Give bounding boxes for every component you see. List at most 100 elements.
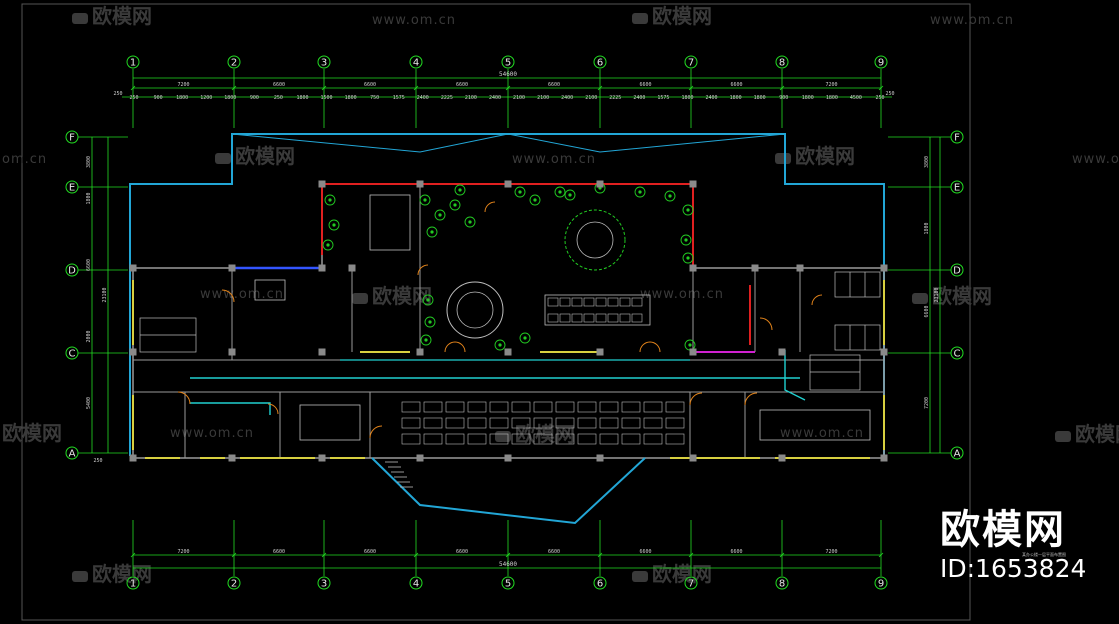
column (596, 454, 604, 462)
edge-offset-dim: 250 (885, 91, 894, 97)
sofa-icon (72, 571, 88, 582)
axis-label-col: 3 (321, 58, 327, 69)
watermark-url: www.om.cn (930, 13, 1014, 28)
axis-label-row: E (69, 183, 75, 194)
plant (328, 219, 340, 231)
plant-core (458, 188, 462, 192)
circle-marker-icon (501, 576, 515, 590)
bottom-total-dim-text: 54600 (499, 561, 517, 568)
desk (467, 417, 487, 429)
meeting-table (369, 194, 411, 251)
bottom-span-dim-text: 6600 (364, 549, 376, 555)
chair (631, 313, 643, 323)
dim-tick (130, 85, 136, 91)
plant-core (686, 208, 690, 212)
watermark-brand: 欧模网 (372, 284, 432, 308)
axis-label-col: 1 (130, 579, 136, 590)
axis-label-col: 5 (505, 579, 511, 590)
plant-core (498, 343, 502, 347)
column (228, 264, 236, 272)
circle-marker-icon (501, 55, 515, 69)
plant (449, 199, 461, 211)
plant-core (423, 198, 427, 202)
detail-dim-text: 1800 (754, 95, 766, 101)
watermark-brand: 欧模网 (92, 562, 152, 586)
detail-dim-text: 1200 (200, 95, 212, 101)
desk (643, 433, 663, 445)
chair (607, 297, 619, 307)
column (778, 454, 786, 462)
right-dim-text: 7200 (924, 397, 930, 409)
plant (464, 216, 476, 228)
plant (420, 334, 432, 346)
desk (577, 433, 597, 445)
window-strips (132, 280, 885, 459)
plant-core (468, 220, 472, 224)
column (880, 454, 888, 462)
plant (322, 239, 334, 251)
desk (665, 433, 685, 445)
duct-branch-west (190, 402, 271, 415)
top-span-dim-text: 6600 (639, 82, 651, 88)
sofa-icon (352, 293, 368, 304)
desk (621, 433, 641, 445)
plant (422, 294, 434, 306)
dim-tick (321, 85, 327, 91)
axis-label-row: A (69, 449, 76, 460)
plant-core (686, 256, 690, 260)
doors (177, 201, 823, 439)
column (880, 348, 888, 356)
axis-label-col: 1 (130, 58, 136, 69)
desk (401, 401, 421, 413)
desk (467, 401, 487, 413)
desk (445, 417, 465, 429)
detail-dim-text: 1800 (345, 95, 357, 101)
chair (595, 313, 607, 323)
desk (489, 401, 509, 413)
top-span-dim-text: 6600 (364, 82, 376, 88)
plant (529, 194, 541, 206)
circle-marker-icon (317, 576, 331, 590)
chair (619, 297, 631, 307)
dim-tick (231, 85, 237, 91)
detail-dim-text: 1800 (730, 95, 742, 101)
chair (559, 313, 571, 323)
watermark-brand: 欧模网 (92, 4, 152, 28)
watermark-url: www.om.cn (372, 13, 456, 28)
axis-label-col: 6 (597, 579, 603, 590)
detail-dim-text: 2400 (633, 95, 645, 101)
sofa-icon (495, 431, 511, 442)
left-dim-text: 6600 (86, 259, 92, 271)
chair (559, 297, 571, 307)
plant-core (518, 190, 522, 194)
desk (665, 401, 685, 413)
plant (554, 186, 566, 198)
column (504, 454, 512, 462)
plant (664, 190, 676, 202)
plant-core (428, 320, 432, 324)
detail-dim-text: 2100 (537, 95, 549, 101)
axis-label-col: 7 (688, 58, 694, 69)
watermark-brand: 欧模网 (1075, 422, 1119, 446)
axis-label-col: 2 (231, 58, 237, 69)
circle-marker-icon (684, 576, 698, 590)
axis-label-row: F (69, 133, 75, 144)
axis-label-row: C (954, 349, 961, 360)
desk (423, 401, 443, 413)
column (689, 348, 697, 356)
top-span-dim-text: 6600 (730, 82, 742, 88)
axis-label-row: D (953, 266, 961, 277)
desk (555, 433, 575, 445)
stair-east (809, 354, 861, 391)
watermark-url: www.om.cn (200, 287, 284, 302)
plant (494, 339, 506, 351)
edge-offset-dim: 250 (113, 91, 122, 97)
detail-dim-text: 2400 (561, 95, 573, 101)
desk (577, 401, 597, 413)
left-dim-text: 2000 (86, 330, 92, 342)
plant (682, 252, 694, 264)
column (228, 454, 236, 462)
column (416, 454, 424, 462)
bottom-span-dim-text: 6600 (273, 549, 285, 555)
